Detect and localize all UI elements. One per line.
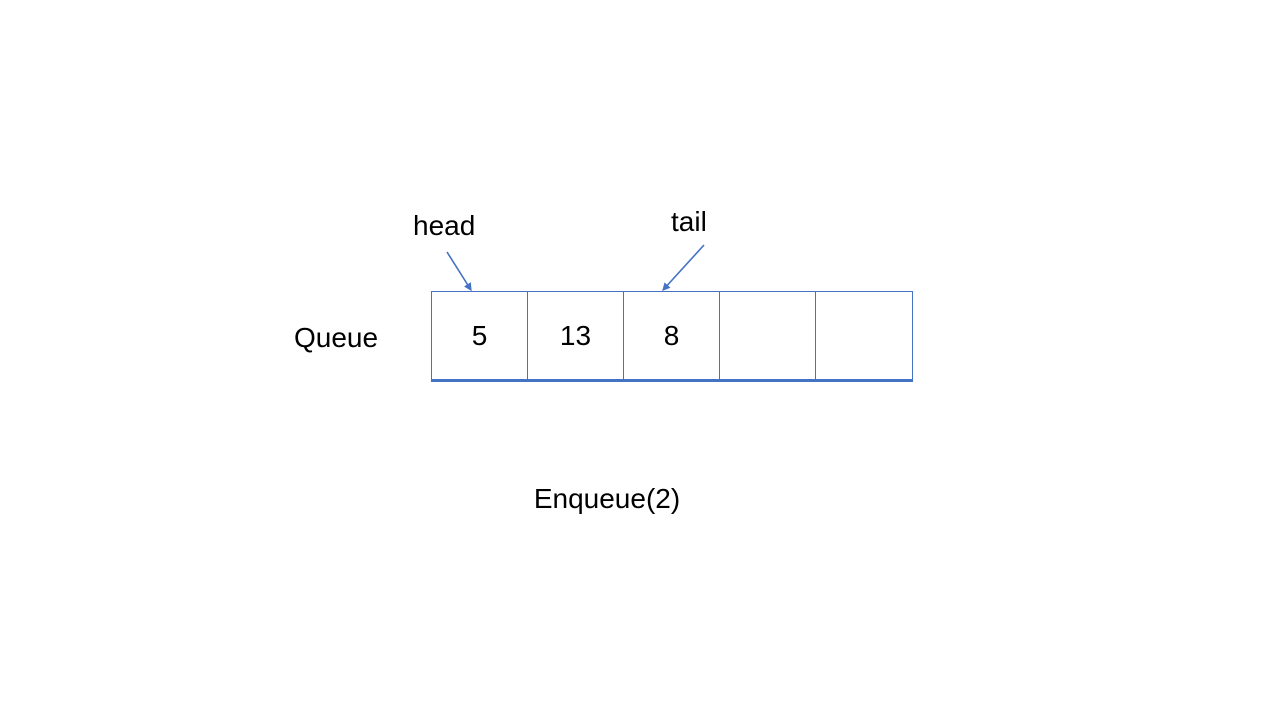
- operation-caption: Enqueue(2): [533, 483, 681, 514]
- queue-cell: 13: [528, 292, 624, 379]
- queue-cell: [816, 292, 912, 379]
- queue-array: 5 13 8: [431, 291, 913, 382]
- queue-cell: 5: [432, 292, 528, 379]
- tail-pointer-label: tail: [671, 206, 707, 237]
- queue-structure-label: Queue: [294, 322, 379, 353]
- head-pointer-arrow: [446, 251, 472, 292]
- queue-cell: [720, 292, 816, 379]
- queue-cell: 8: [624, 292, 720, 379]
- head-pointer-label: head: [413, 210, 476, 241]
- tail-pointer-arrow: [662, 244, 705, 291]
